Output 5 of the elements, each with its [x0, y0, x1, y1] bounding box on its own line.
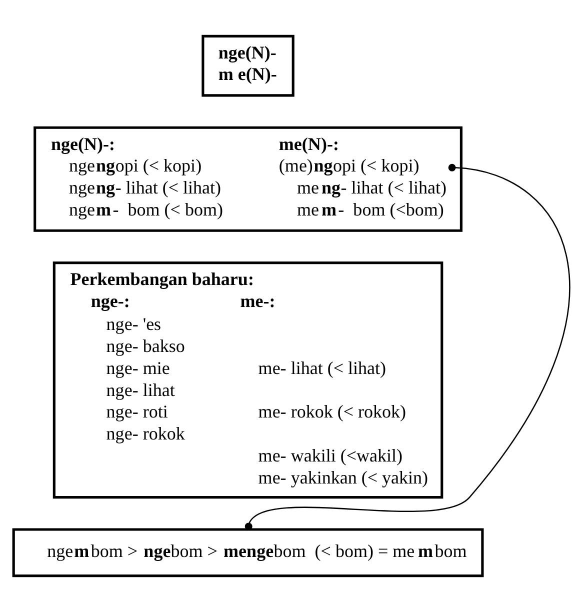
node-box: ngembom > ngebom > mengebom (< bom) = membom [12, 528, 484, 577]
node-box: nge(N)- m e(N)- [202, 34, 294, 96]
connector [244, 163, 570, 530]
node-box: Perkembangan baharu: nge-: me-: nge- 'es nge- bakso nge- mie me- lihat (< lihat) nge- lihat nge- roti me- rokok (< rokok) nge- rokok me- wakili (<wakil) me- yakinkan (< yakin) [52, 261, 444, 498]
node-box: nge(N)-: me(N)-: ngengopi (< kopi) (me)ngopi (< kopi) ngeng- lihat (< lihat) meng- lihat (< lihat) ngem- bom (< bom) mem- bom (<bom) [34, 126, 462, 232]
